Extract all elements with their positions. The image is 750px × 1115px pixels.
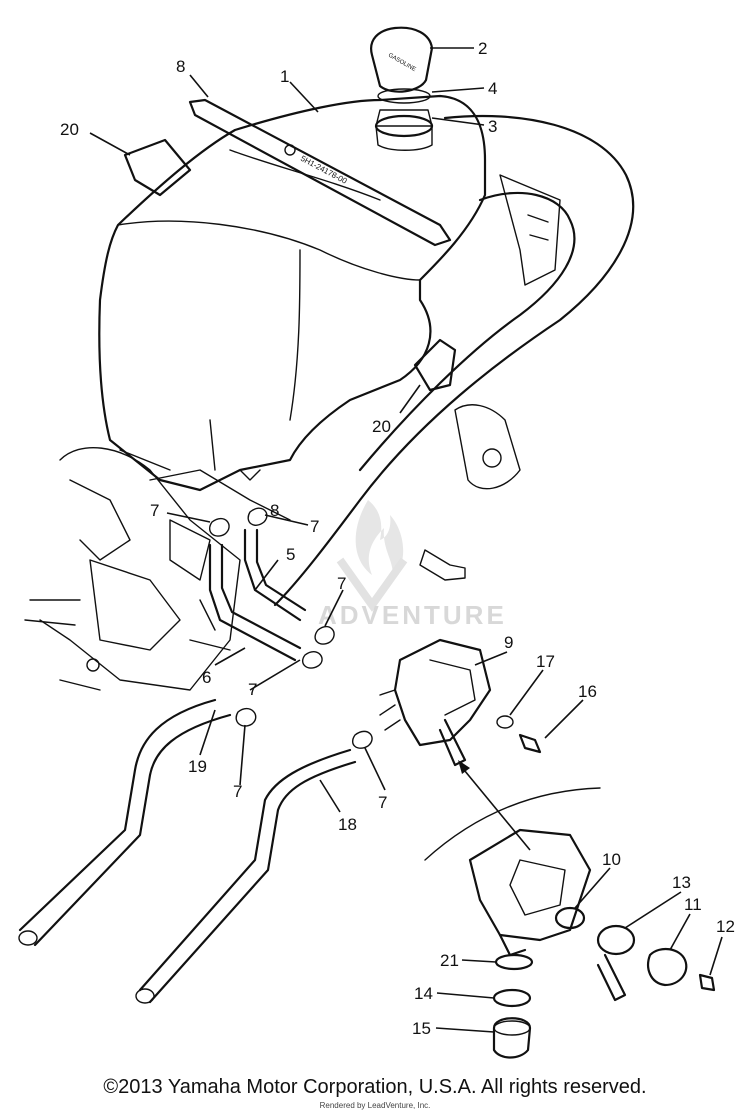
callout-6: 6 [202,668,211,687]
detail-arrowhead [458,760,470,774]
watermark-text: ADVENTURE [318,600,507,630]
callout-13: 13 [672,873,691,892]
callout-15: 15 [412,1019,431,1038]
callout-4: 4 [488,79,497,98]
fuel-cock-exploded [468,828,716,1059]
tank-filler-cap: GASOLINE [370,26,434,151]
callout-7-a: 7 [150,501,159,520]
callout-labels: 1 2 3 4 8 20 20 7 8 7 5 7 6 7 19 7 18 7 … [60,39,735,1038]
tank-pad-lower [413,338,457,392]
tank-strap: 5H1-24178-00 [188,98,452,247]
callout-7-d: 7 [248,680,257,699]
callout-9: 9 [504,633,513,652]
leader-lines [89,47,723,1033]
callout-16: 16 [578,682,597,701]
callout-12: 12 [716,917,735,936]
tank-pad-upper [123,138,192,197]
callout-21: 21 [440,951,459,970]
rendered-by-credit: Rendered by LeadVenture, Inc. [319,1101,431,1110]
callout-10: 10 [602,850,621,869]
detail-bracket [424,787,601,861]
callout-7-f: 7 [378,793,387,812]
callout-8-top: 8 [176,57,185,76]
fuel-hoses [18,507,373,1004]
callout-7-e: 7 [233,782,242,801]
callout-5: 5 [286,545,295,564]
callout-18: 18 [338,815,357,834]
watermark-flame-icon [355,500,404,580]
callout-19: 19 [188,757,207,776]
tank-strap-marking: 5H1-24178-00 [299,154,349,186]
watermark-v-mark-icon [336,557,408,612]
fuel-cock [379,638,542,767]
watermark: ADVENTURE [318,500,507,630]
callout-1: 1 [280,67,289,86]
callout-7-c: 7 [337,574,346,593]
detail-arrow [459,764,531,851]
tank-cap-marking: GASOLINE [387,53,417,74]
frame-tube [273,114,635,607]
callout-20-mid: 20 [372,417,391,436]
callout-7-b: 7 [310,517,319,536]
callout-17: 17 [536,652,555,671]
callout-20-top: 20 [60,120,79,139]
callout-2: 2 [478,39,487,58]
callout-11: 11 [684,895,702,914]
copyright-notice: ©2013 Yamaha Motor Corporation, U.S.A. A… [103,1076,647,1098]
engine-block [24,447,291,691]
callout-14: 14 [414,984,433,1003]
callout-8-b: 8 [270,501,279,520]
callout-3: 3 [488,117,497,136]
